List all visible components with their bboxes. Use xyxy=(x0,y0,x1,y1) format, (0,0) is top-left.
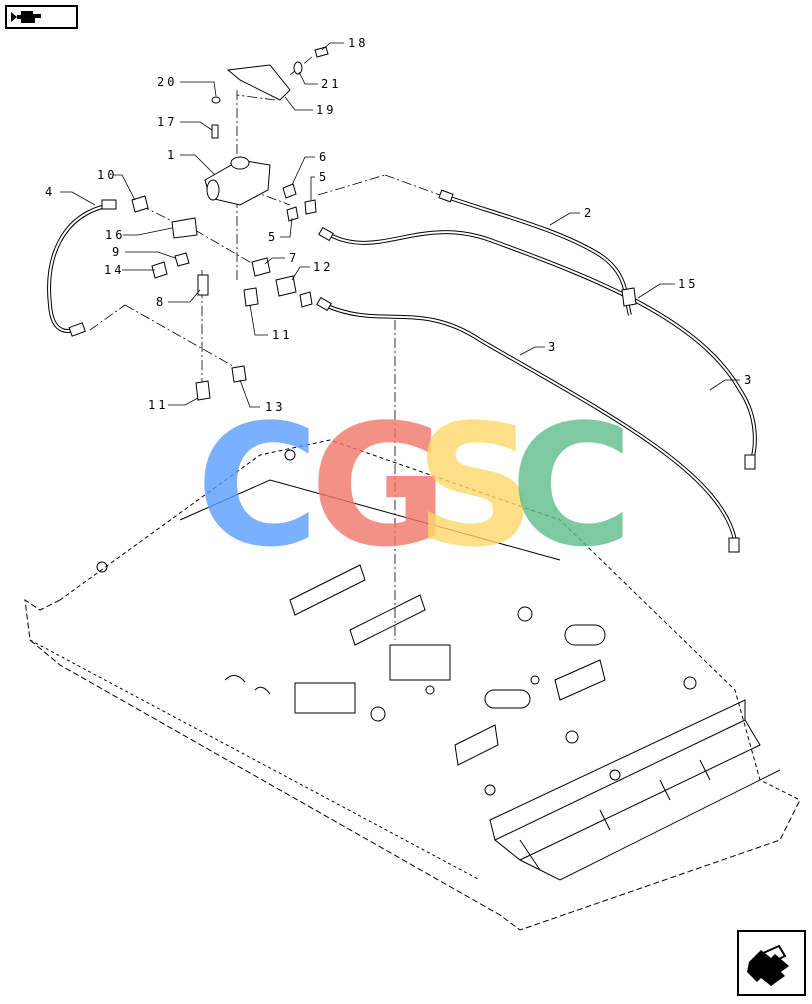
callout-6: 6 xyxy=(319,150,329,164)
callout-12: 12 xyxy=(313,260,333,274)
callout-8: 8 xyxy=(156,295,166,309)
callout-7: 7 xyxy=(289,251,299,265)
callout-5b: 5 xyxy=(268,230,278,244)
callout-4: 4 xyxy=(45,185,55,199)
callout-14: 14 xyxy=(104,263,124,277)
valve-port xyxy=(230,156,250,170)
callout-21: 21 xyxy=(321,77,341,91)
bolt xyxy=(314,46,329,58)
nav-back-button[interactable] xyxy=(5,5,78,29)
callout-20: 20 xyxy=(157,75,177,89)
callout-labels: 18 21 19 20 17 1 6 5 5 10 4 16 9 14 7 12… xyxy=(45,36,754,414)
callout-13: 13 xyxy=(265,400,285,414)
callout-19: 19 xyxy=(316,103,336,117)
callout-11a: 11 xyxy=(272,328,292,342)
hand-pointer-back-icon xyxy=(11,11,41,23)
nav-forward-button[interactable] xyxy=(737,930,806,996)
watermark-letter-3: S xyxy=(415,388,536,584)
callout-3b: 3 xyxy=(744,373,754,387)
callout-5a: 5 xyxy=(319,170,329,184)
callout-17: 17 xyxy=(157,115,177,129)
callout-11b: 11 xyxy=(148,398,168,412)
callout-16: 16 xyxy=(105,228,125,242)
callout-15: 15 xyxy=(678,277,698,291)
watermark-letter-2: G xyxy=(310,388,448,584)
callout-10: 10 xyxy=(97,168,117,182)
callout-leaders xyxy=(60,42,740,408)
callout-3a: 3 xyxy=(548,340,558,354)
mounting-bracket xyxy=(226,64,291,101)
watermark: C G S C xyxy=(196,388,633,584)
callout-9: 9 xyxy=(112,245,122,259)
watermark-letter-1: C xyxy=(196,388,319,584)
fittings xyxy=(68,46,756,553)
hand-pointer-forward-icon xyxy=(747,944,789,986)
callout-18: 18 xyxy=(348,36,368,50)
callout-2: 2 xyxy=(584,206,594,220)
hoses xyxy=(47,196,757,541)
callout-1: 1 xyxy=(167,148,177,162)
chassis-frame xyxy=(24,439,801,931)
watermark-letter-4: C xyxy=(510,388,633,584)
